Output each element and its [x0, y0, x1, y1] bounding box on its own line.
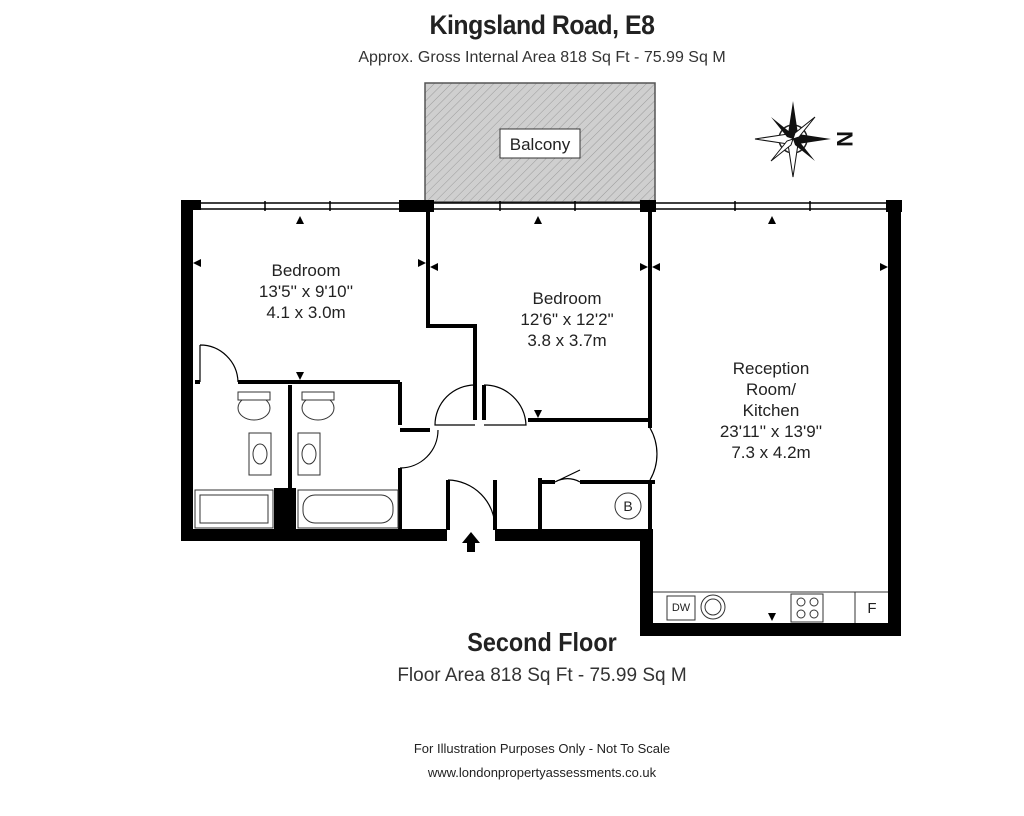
- reception-label: Reception Room/ Kitchen 23'11'' x 13'9''…: [720, 359, 822, 462]
- fridge-label: F: [867, 600, 876, 617]
- walls: [181, 200, 902, 636]
- reception-imperial: 23'11'' x 13'9'': [720, 422, 822, 441]
- balcony-label: Balcony: [510, 135, 571, 154]
- internal-walls: [195, 210, 655, 530]
- disclaimer: For Illustration Purposes Only - Not To …: [413, 741, 671, 756]
- bedroom-2-imperial: 12'6" x 12'2": [520, 310, 613, 329]
- reception-name-3: Kitchen: [743, 401, 800, 420]
- bedroom-2-label: Bedroom 12'6" x 12'2" 3.8 x 3.7m: [520, 289, 613, 350]
- plan-subtitle: Approx. Gross Internal Area 818 Sq Ft - …: [358, 49, 726, 66]
- reception-name-1: Reception: [733, 359, 810, 378]
- floor-area: Floor Area 818 Sq Ft - 75.99 Sq M: [397, 665, 687, 686]
- bathroom-fixtures: [194, 391, 399, 529]
- bedroom-1-label: Bedroom 13'5'' x 9'10'' 4.1 x 3.0m: [259, 261, 353, 322]
- balcony: Balcony: [424, 82, 656, 203]
- dimension-markers: [193, 216, 888, 621]
- website-link[interactable]: www.londonpropertyassessments.co.uk: [427, 765, 657, 780]
- doors: [199, 344, 658, 530]
- windows: [201, 201, 886, 211]
- reception-metric: 7.3 x 4.2m: [731, 443, 810, 462]
- plan-title: Kingsland Road, E8: [429, 10, 655, 40]
- bedroom-1-name: Bedroom: [272, 261, 341, 280]
- dishwasher-label: DW: [672, 602, 691, 614]
- bedroom-2-name: Bedroom: [533, 289, 602, 308]
- reception-name-2: Room/: [746, 380, 796, 399]
- kitchen-units: [614, 492, 888, 623]
- bedroom-1-imperial: 13'5'' x 9'10'': [259, 282, 353, 301]
- boiler-label: B: [623, 498, 632, 514]
- compass-north-label: N: [832, 131, 857, 147]
- bedroom-2-metric: 3.8 x 3.7m: [527, 331, 606, 350]
- bedroom-1-metric: 4.1 x 3.0m: [266, 303, 345, 322]
- floor-name: Second Floor: [467, 627, 617, 657]
- compass-rose: N: [754, 101, 857, 178]
- entrance-arrow: [462, 532, 480, 552]
